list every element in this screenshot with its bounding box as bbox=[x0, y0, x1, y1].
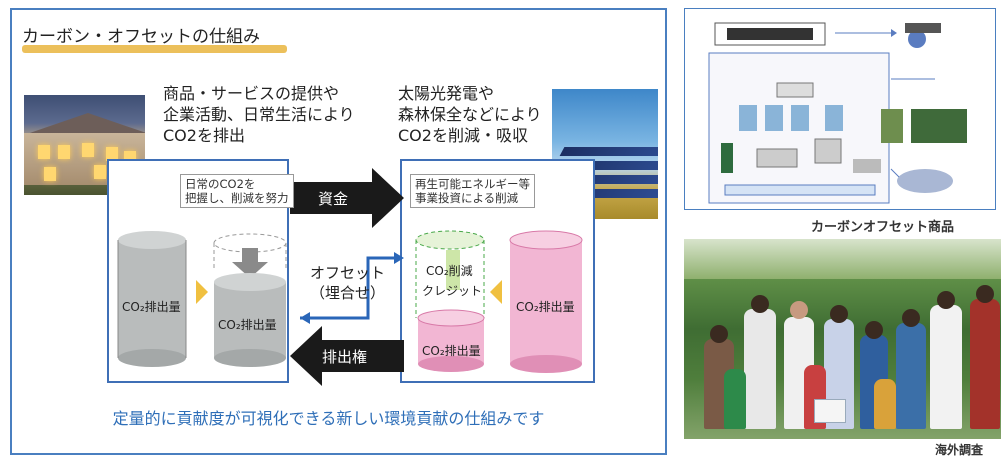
right-small-cylinder bbox=[417, 309, 485, 372]
left-note-line-2: 把握し、削減を努力 bbox=[185, 191, 289, 205]
product-flow-graphic bbox=[708, 22, 967, 204]
right-caption-line-3: CO2を削減・吸収 bbox=[398, 126, 528, 145]
left-note: 日常のCO2を 把握し、削減を努力 bbox=[180, 174, 294, 208]
emission-rights-label: 排出権 bbox=[322, 348, 368, 366]
funds-arrow bbox=[290, 168, 404, 228]
left-caption-line-2: 企業活動、日常生活により bbox=[163, 105, 355, 124]
emission-rights-arrow bbox=[290, 326, 404, 386]
left-caption-line-3: CO2を排出 bbox=[163, 126, 245, 145]
left-cylinder-1-label: CO₂排出量 bbox=[122, 300, 181, 314]
right-small-cylinder-label: CO₂排出量 bbox=[422, 344, 481, 358]
credit-label-line-2: クレジット bbox=[422, 284, 483, 298]
left-cylinder-2 bbox=[214, 273, 286, 367]
right-tall-cylinder bbox=[509, 230, 583, 373]
offset-label-line-1: オフセット bbox=[310, 264, 386, 282]
right-caption-line-1: 太陽光発電や bbox=[398, 84, 495, 103]
right-note: 再生可能エネルギー等 事業投資による削減 bbox=[410, 174, 535, 208]
right-note-line-2: 事業投資による削減 bbox=[415, 191, 519, 205]
left-cylinder-1 bbox=[117, 231, 187, 367]
house-photo bbox=[24, 95, 145, 195]
title-highlight bbox=[22, 45, 287, 53]
offset-arrow bbox=[300, 256, 402, 320]
left-note-line-1: 日常のCO2を bbox=[185, 177, 256, 191]
product-caption: カーボンオフセット商品 bbox=[811, 220, 955, 235]
left-caption-line-1: 商品・サービスの提供や bbox=[163, 84, 340, 103]
reduce-down-arrow bbox=[232, 248, 268, 278]
product-flow-image bbox=[684, 8, 996, 210]
diagram-title: カーボン・オフセットの仕組み bbox=[22, 27, 260, 47]
reduction-triangle-left bbox=[196, 280, 208, 304]
reduction-triangle-right bbox=[490, 280, 502, 304]
right-caption-line-2: 森林保全などにより bbox=[398, 105, 542, 124]
overseas-survey-photo bbox=[684, 239, 1001, 439]
right-note-line-1: 再生可能エネルギー等 bbox=[415, 177, 530, 191]
credit-cylinder bbox=[415, 230, 485, 318]
funds-label: 資金 bbox=[318, 190, 349, 208]
offset-label-line-2: （埋合せ） bbox=[310, 284, 386, 302]
left-cylinder-2-label: CO₂排出量 bbox=[218, 318, 277, 332]
credit-label-line-1: CO₂削減 bbox=[426, 264, 473, 278]
overseas-caption: 海外調査 bbox=[935, 443, 984, 457]
right-tall-cylinder-label: CO₂排出量 bbox=[516, 300, 575, 314]
diagram-footer: 定量的に貢献度が可視化できる新しい環境貢献の仕組みです bbox=[112, 409, 545, 428]
